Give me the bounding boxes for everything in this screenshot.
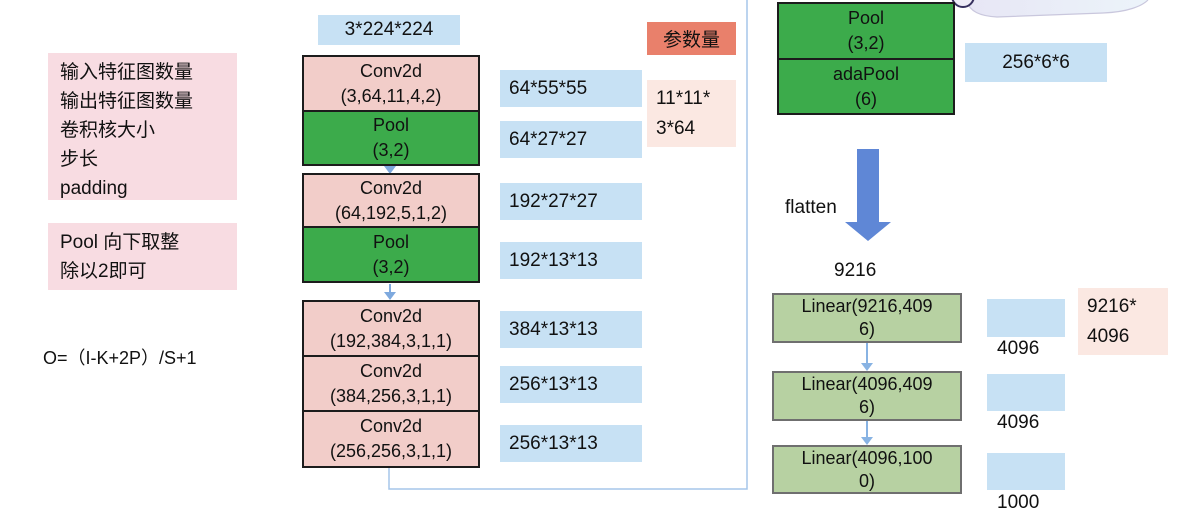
adapool-box: adaPool (6) — [777, 58, 955, 115]
layer-text-line: Linear(9216,409 — [801, 296, 933, 316]
feature-size-label: 192*27*27 — [500, 183, 642, 220]
layer-text-line: Linear(4096,100 — [801, 447, 933, 468]
linear3-output-size: 1000 — [997, 492, 1040, 513]
linear1-output-size: 4096 — [997, 338, 1040, 359]
flatten-arrow-icon — [845, 149, 891, 241]
legend-line: 步长 — [60, 149, 99, 170]
linear1-box: Linear(9216,409 6) — [772, 293, 962, 343]
layer-text-line: 0) — [858, 470, 875, 491]
pool1-box: Pool (3,2) — [302, 110, 480, 166]
arrow-down-icon — [861, 437, 873, 445]
param-line: 4096 — [1087, 326, 1130, 347]
layer-params: (6) — [855, 88, 877, 109]
arrow-down-icon — [384, 166, 396, 174]
note-line: 除以2即可 — [60, 261, 147, 282]
pool2-box: Pool (3,2) — [302, 226, 480, 283]
arrow-down-icon — [861, 363, 873, 371]
linear2-output-box — [987, 374, 1065, 411]
arrow-down-icon — [384, 292, 396, 300]
layer-params: (3,2) — [847, 33, 885, 53]
param-line: 11*11* — [656, 88, 711, 109]
head-pool-box: Pool (3,2) — [777, 2, 955, 60]
feature-size-label: 384*13*13 — [500, 311, 642, 348]
legend-line: padding — [60, 178, 128, 199]
layer-params: (64,192,5,1,2) — [334, 202, 448, 223]
linear2-output-size: 4096 — [997, 412, 1040, 433]
layer-title: Pool — [372, 231, 410, 252]
conv5-box: Conv2d (256,256,3,1,1) — [302, 410, 480, 468]
linear3-box: Linear(4096,100 0) — [772, 445, 962, 494]
legend-line: 卷积核大小 — [60, 120, 156, 141]
layer-text-line: 6) — [858, 319, 875, 339]
layer-title: Conv2d — [359, 177, 423, 198]
slide-bubble-edge — [965, 0, 1149, 18]
conv2-box: Conv2d (64,192,5,1,2) — [302, 173, 480, 228]
layer-title: Conv2d — [359, 305, 423, 326]
feature-size-label: 192*13*13 — [500, 242, 642, 279]
layer-title: Pool — [372, 115, 410, 135]
flatten-label: flatten — [785, 197, 837, 218]
output-size-formula: O=（I-K+2P）/S+1 — [43, 348, 197, 368]
conv1-box: Conv2d (3,64,11,4,2) — [302, 55, 480, 112]
feature-size-label: 64*27*27 — [500, 121, 642, 158]
note-line: Pool 向下取整 — [60, 232, 180, 253]
linear3-output-box — [987, 453, 1065, 490]
layer-params: (384,256,3,1,1) — [329, 385, 453, 406]
param-count-header: 参数量 — [647, 22, 736, 55]
connector-line — [388, 0, 748, 490]
legend-line: 输出特征图数量 — [60, 91, 194, 112]
layer-title: Conv2d — [359, 416, 423, 436]
input-size-label: 3*224*224 — [318, 15, 460, 45]
conv3-box: Conv2d (192,384,3,1,1) — [302, 300, 480, 357]
layer-params: (3,64,11,4,2) — [340, 85, 442, 106]
layer-params: (256,256,3,1,1) — [329, 441, 453, 461]
param-line: 3*64 — [656, 118, 696, 139]
param-line: 9216* — [1087, 296, 1137, 317]
layer-text-line: 6) — [858, 397, 875, 417]
layer-text-line: Linear(4096,409 — [801, 374, 933, 394]
conv1-param-count: 11*11* 3*64 — [647, 80, 736, 147]
layer-params: (192,384,3,1,1) — [329, 330, 453, 351]
cutoff-circle-decor — [951, 0, 975, 8]
conv4-box: Conv2d (384,256,3,1,1) — [302, 355, 480, 412]
linear2-box: Linear(4096,409 6) — [772, 371, 962, 421]
pool-rounding-note: Pool 向下取整 除以2即可 — [48, 223, 237, 290]
fc1-param-count: 9216* 4096 — [1078, 288, 1168, 355]
layer-title: Conv2d — [359, 60, 423, 81]
legend-line: 输入特征图数量 — [60, 62, 194, 83]
feature-size-label: 64*55*55 — [500, 70, 642, 107]
layer-title: Conv2d — [359, 360, 423, 381]
conv-args-legend: 输入特征图数量 输出特征图数量 卷积核大小 步长 padding — [48, 53, 237, 200]
layer-title: Pool — [847, 8, 885, 28]
layer-title: adaPool — [832, 63, 900, 84]
feature-size-label: 256*13*13 — [500, 366, 642, 403]
layer-params: (3,2) — [372, 140, 410, 160]
linear1-output-box — [987, 299, 1065, 337]
head-feature-size-label: 256*6*6 — [965, 43, 1107, 82]
feature-size-label: 256*13*13 — [500, 425, 642, 462]
flatten-size-label: 9216 — [834, 260, 877, 281]
layer-params: (3,2) — [372, 256, 410, 277]
